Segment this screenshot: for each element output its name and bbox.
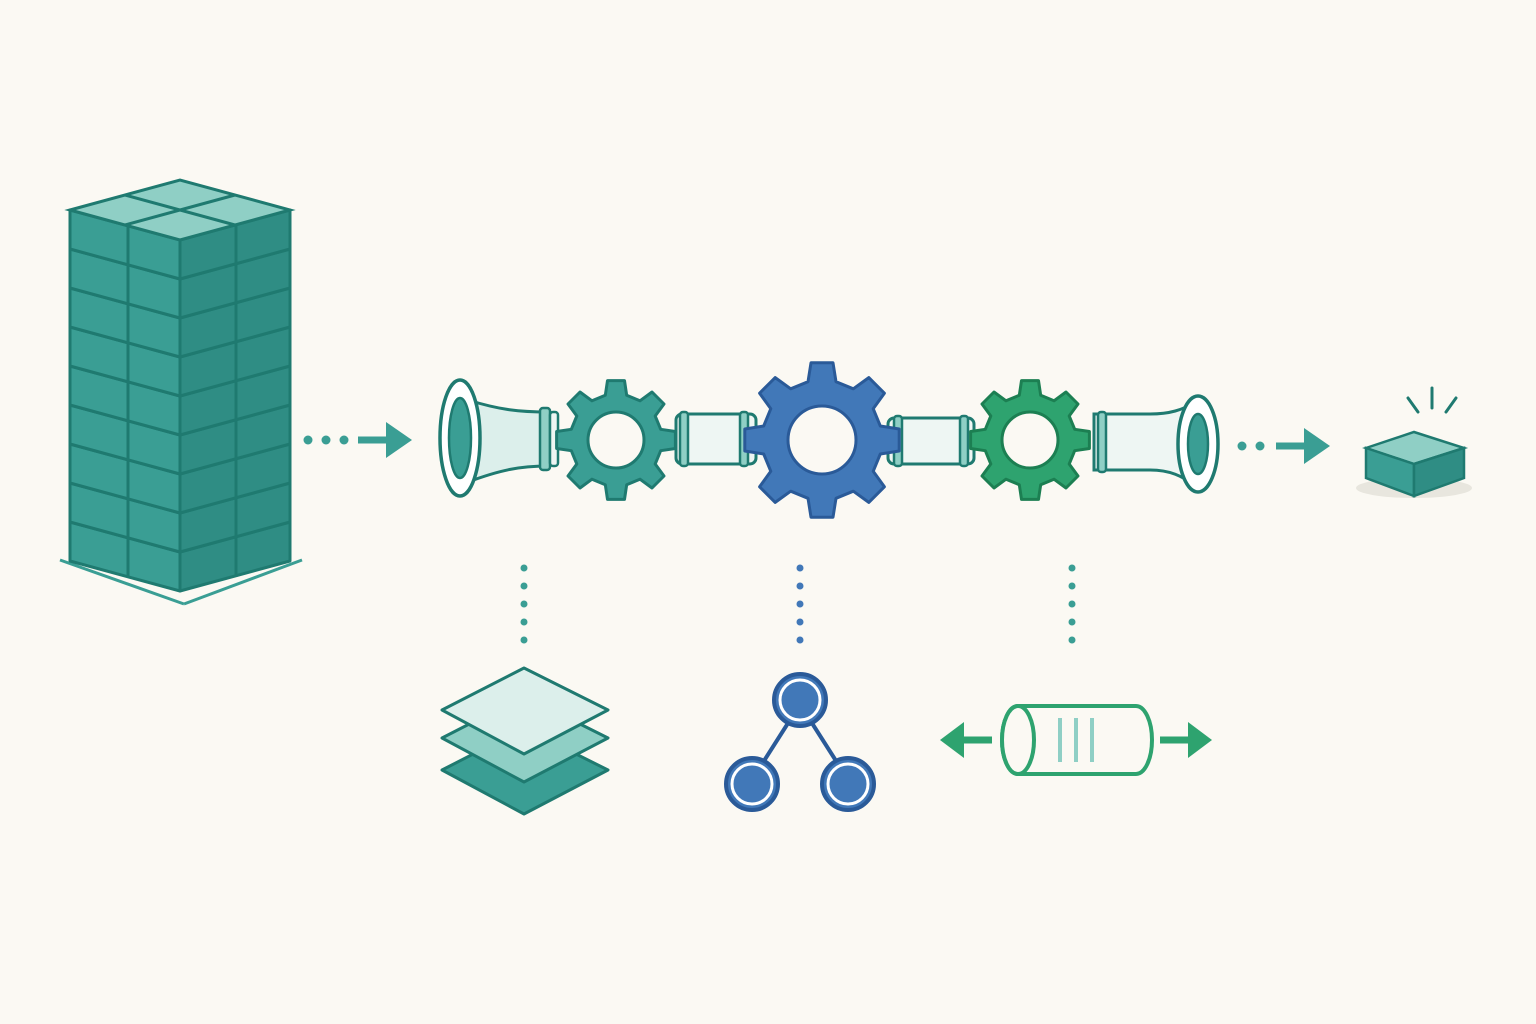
base-line [59,558,185,606]
base-line [183,558,303,606]
block-top [64,178,296,242]
block-row [68,208,292,281]
connector-dot [796,600,804,608]
flow-arrow-in [303,422,412,458]
dotted-connectors [520,564,1076,644]
gear-icon [555,379,677,501]
connector-dot [1068,636,1076,644]
block-rows [68,208,292,593]
connector-dot [796,582,804,590]
output-cube-icon [1356,386,1472,498]
connector-dot [520,582,528,590]
connector-dot [796,564,804,572]
gear-icon [743,361,901,519]
block-row [68,364,292,437]
funnel-outlet-icon [1176,394,1220,494]
connector-dot [1068,618,1076,626]
connector-dot [796,636,804,644]
flow-arrow-out [1237,428,1330,464]
sparkle-lines [1406,386,1458,414]
pipe-segment [1092,399,1198,489]
connector-dot [520,636,528,644]
connector-dot [796,618,804,626]
connector-dot [1068,582,1076,590]
bidirectional-pipe-icon [940,704,1212,776]
block-row [68,442,292,515]
connector-dot [1068,600,1076,608]
pipe-segment [886,414,976,468]
funnel-inlet-icon [438,378,560,498]
connector-dot [520,600,528,608]
gear-icon [969,379,1091,501]
stacked-data-blocks-icon [59,178,303,606]
pipeline [438,361,1220,519]
connector-dot [520,618,528,626]
connector-dot [520,564,528,572]
layers-icon [440,666,610,816]
tree-hierarchy-icon [724,672,876,812]
connector-dot [1068,564,1076,572]
